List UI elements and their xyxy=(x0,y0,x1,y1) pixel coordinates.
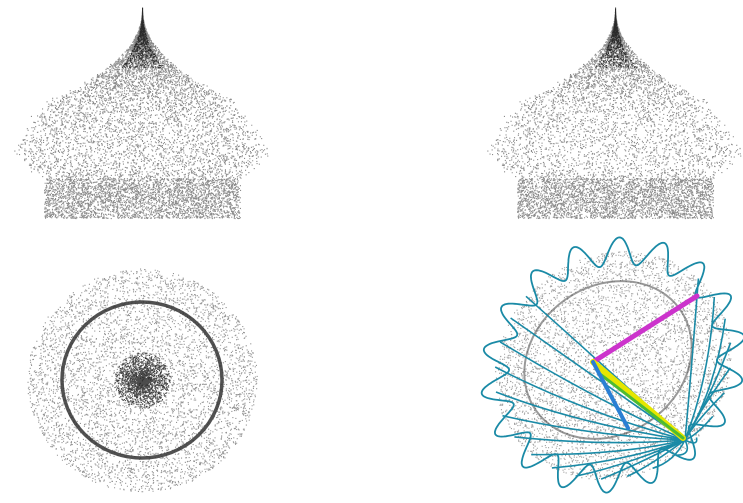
dome-side-view-left xyxy=(14,7,269,220)
dome-oblique-view-with-curves xyxy=(480,236,743,494)
dome-top-view xyxy=(27,268,258,493)
dome-side-view-right xyxy=(487,7,742,220)
